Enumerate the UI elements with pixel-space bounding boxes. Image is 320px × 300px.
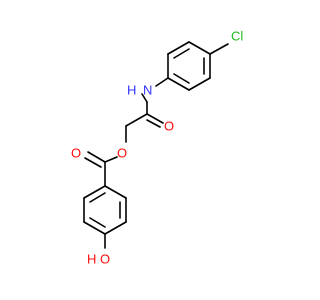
bond: [104, 185, 127, 199]
bond: [83, 185, 106, 199]
aromatic-bond: [89, 217, 106, 228]
aromatic-bond: [173, 48, 190, 59]
bond: [104, 156, 118, 163]
chlorine-label: Cl: [231, 29, 243, 44]
bond-lines: [83, 41, 229, 249]
bond: [83, 221, 106, 235]
ester-carbonyl-oxygen-label: O: [71, 146, 81, 161]
bond: [155, 77, 169, 87]
bond: [146, 113, 164, 124]
amide-hydrogen-label: H: [127, 83, 136, 98]
amide-oxygen-label: O: [164, 119, 174, 134]
hydroxyl-hydrogen-label: H: [87, 252, 96, 267]
aromatic-bond: [173, 73, 190, 84]
amide-nitrogen-label: N: [143, 83, 152, 98]
bond: [146, 119, 161, 128]
hydroxyl-oxygen-label: O: [100, 252, 110, 267]
bond: [209, 43, 229, 55]
bond: [125, 113, 148, 127]
bond: [84, 157, 102, 168]
bond: [167, 41, 190, 55]
bond: [104, 221, 127, 235]
bond: [141, 93, 148, 103]
aromatic-bond: [89, 192, 106, 203]
molecule-diagram: Cl N H O O O O H: [71, 29, 243, 267]
ester-bridge-oxygen-label: O: [117, 146, 127, 161]
bond: [167, 77, 190, 91]
bond: [188, 77, 211, 91]
bond: [188, 41, 211, 55]
bond: [87, 151, 106, 163]
